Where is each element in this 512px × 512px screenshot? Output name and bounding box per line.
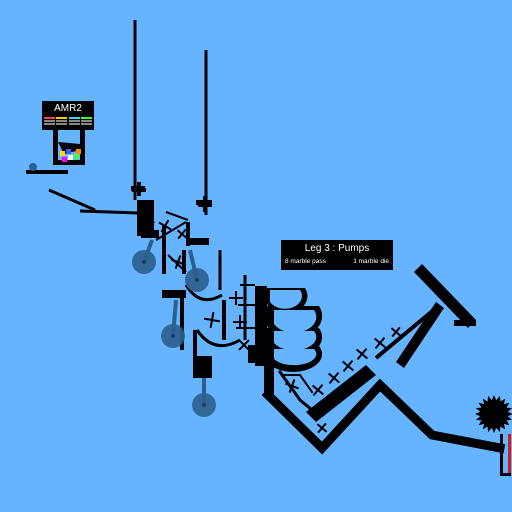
marble	[62, 157, 67, 162]
stat-column	[68, 117, 80, 127]
right-gate-post	[186, 222, 190, 246]
stat-line	[56, 117, 68, 119]
incline	[306, 264, 476, 422]
cross-divider-icon	[355, 347, 369, 361]
center-wall-left	[162, 226, 166, 274]
spiked-gear-icon	[475, 395, 512, 433]
cross-divider-icon	[145, 215, 155, 225]
lower-block	[193, 356, 212, 378]
right-gate-base	[188, 238, 209, 245]
incline-top-arm	[414, 264, 476, 328]
stat-column	[56, 117, 68, 127]
stat-line	[44, 120, 55, 122]
stat-line	[56, 123, 68, 125]
rod-gate-2-post	[203, 196, 207, 212]
left-gate-base	[141, 230, 159, 238]
ramp-lower	[79, 209, 139, 215]
holder-ledge	[26, 170, 68, 174]
stat-line	[68, 120, 80, 122]
cross-divider-icon	[238, 339, 250, 351]
end-zone	[475, 395, 512, 476]
holder-left-wall	[53, 130, 58, 165]
holder-right-wall	[80, 130, 85, 165]
ramp-upper	[48, 188, 96, 212]
cross-divider-icon	[311, 383, 325, 397]
stat-column	[80, 117, 92, 127]
end-cup-floor	[500, 473, 511, 476]
inner-rail-curve	[281, 374, 314, 394]
stat-line	[80, 123, 92, 125]
funnel-bowl-1	[184, 284, 223, 302]
rod-gates	[131, 182, 212, 212]
end-marker	[508, 434, 511, 476]
cross-divider-icon	[203, 311, 221, 329]
cross-divider-icon	[171, 255, 185, 269]
lower-wall-right	[222, 300, 226, 340]
tower-cutouts	[270, 290, 317, 366]
stat-line	[44, 117, 55, 119]
marble-die-count: 1 marble die	[353, 258, 389, 265]
main-v-track	[261, 378, 506, 455]
funnel-bowl-2	[195, 329, 241, 348]
incline-cap	[454, 320, 476, 326]
cross-dividers-incline	[285, 326, 402, 434]
amr-scoreboard: AMR2	[42, 101, 94, 130]
holder-floor	[53, 160, 85, 165]
gear-body	[475, 395, 512, 433]
funnel-line-1	[165, 211, 189, 221]
middle-block	[162, 290, 186, 298]
middle-post	[180, 290, 184, 350]
marble	[66, 149, 71, 154]
stat-line	[80, 117, 92, 119]
marble	[76, 149, 81, 154]
cross-divider-icon	[176, 228, 188, 240]
cross-divider-icon	[285, 379, 299, 393]
cross-divider-icon	[373, 336, 387, 350]
cross-divider-icon	[233, 315, 247, 329]
support-rods	[133, 20, 208, 215]
leg-info-sign: Leg 3 : Pumps 8 marble pass 1 marble die	[281, 240, 393, 270]
cross-dividers-upper	[145, 215, 250, 351]
pump-centers	[142, 260, 206, 407]
cross-divider-icon	[390, 326, 402, 338]
marble	[68, 155, 73, 160]
marble	[74, 154, 79, 159]
incline-upper	[396, 302, 444, 368]
marble	[60, 151, 65, 156]
incline-rail-line	[374, 306, 438, 360]
start-ramp	[48, 188, 139, 215]
stat-column	[44, 117, 55, 127]
cross-divider-icon	[158, 219, 172, 233]
amr-stats	[44, 117, 92, 127]
center-wall-right	[182, 250, 186, 274]
incline-lower	[306, 365, 376, 422]
stat-line	[68, 117, 80, 119]
incline-rail	[374, 306, 438, 360]
tower-foot	[264, 360, 274, 395]
end-post	[500, 434, 503, 476]
cross-divider-icon	[341, 359, 355, 373]
leg-title: Leg 3 : Pumps	[304, 243, 370, 254]
stat-line	[56, 120, 68, 122]
stat-line	[44, 123, 55, 125]
marble-pass-count: 8 marble pass	[285, 258, 326, 265]
lower-track	[261, 369, 506, 455]
stat-line	[80, 120, 92, 122]
marble-pile	[60, 149, 81, 162]
lower-wall-left	[193, 330, 197, 360]
cross-divider-icon	[229, 291, 243, 305]
rod-gate-1-post	[137, 182, 141, 196]
stat-line	[68, 123, 80, 125]
waiting-marble	[29, 163, 37, 171]
funnel-line-2	[155, 221, 187, 241]
cross-divider-icon	[316, 422, 328, 434]
amr-title: AMR2	[54, 103, 82, 114]
cross-divider-icon	[327, 371, 341, 385]
